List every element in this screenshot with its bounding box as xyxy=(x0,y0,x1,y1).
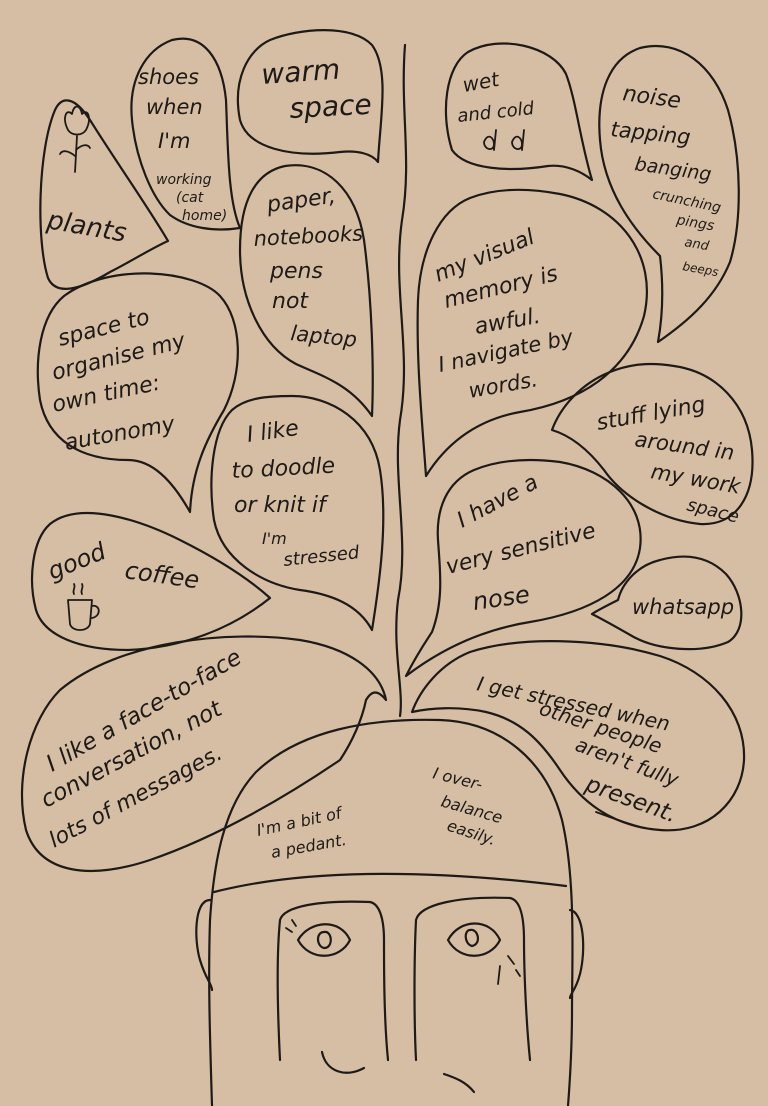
head-outline xyxy=(208,718,574,1106)
text-or-knit: or knit if xyxy=(234,493,329,518)
text-shoes-3: I'm xyxy=(158,129,190,153)
bubble-plants: plants xyxy=(39,99,170,290)
left-eyelashes xyxy=(285,919,297,933)
text-i-have-a: I have a xyxy=(453,470,542,533)
text-wet: wet xyxy=(461,67,502,97)
text-crunching: crunching xyxy=(651,186,722,216)
right-eye xyxy=(446,922,502,957)
text-plants: plants xyxy=(44,205,129,249)
bubble-doodle: I like to doodle or knit if I'm stressed xyxy=(210,394,385,632)
text-coffee: coffee xyxy=(123,556,201,594)
cap-line xyxy=(212,872,568,894)
text-overbalance-1: I over- xyxy=(431,763,485,794)
text-words: words. xyxy=(467,367,540,403)
text-shoes-5: (cat xyxy=(176,190,204,206)
text-and: and xyxy=(683,235,710,254)
text-around-in: around in xyxy=(633,427,735,465)
text-stressed: stressed xyxy=(282,542,361,571)
head-figure: I'm a bit of a pedant. I over- balance e… xyxy=(195,718,585,1106)
left-ear xyxy=(195,898,214,992)
text-shoes-6: home) xyxy=(182,208,227,224)
text-notebooks: notebooks xyxy=(253,221,364,251)
text-warm: warm xyxy=(260,53,341,91)
text-space: space xyxy=(289,88,373,125)
text-shoes-2: when xyxy=(146,95,203,119)
bubble-coffee: good coffee xyxy=(30,511,272,652)
text-tapping: tapping xyxy=(609,117,691,149)
left-eye-frame xyxy=(276,900,390,1062)
text-not: not xyxy=(272,289,309,314)
text-im: I'm xyxy=(262,529,287,548)
bubble-wet-cold: wet and cold xyxy=(444,42,594,182)
coffee-mug-icon xyxy=(67,583,100,631)
text-noise: noise xyxy=(621,81,682,114)
text-and-cold: and cold xyxy=(456,98,535,127)
left-eye xyxy=(296,923,352,957)
bubble-whatsapp: whatsapp xyxy=(590,555,743,651)
right-ear xyxy=(568,908,585,1000)
bubble-noise: noise tapping banging crunching pings an… xyxy=(598,44,740,344)
text-to-doodle: to doodle xyxy=(231,454,336,484)
right-eye-frame xyxy=(413,896,532,1062)
text-beeps: beeps xyxy=(681,259,719,279)
text-shoes-1: shoes xyxy=(138,65,199,89)
bubble-paper: paper, notebooks pens not laptop xyxy=(238,164,374,418)
tulip-icon xyxy=(59,105,91,173)
text-i-like: I like xyxy=(245,416,300,448)
bubble-shoes: shoes when I'm working (cat home) xyxy=(130,37,242,231)
bubble-stuff: stuff lying around in my work space xyxy=(550,362,754,528)
text-good: good xyxy=(44,537,111,586)
bubble-warm-space: warm space xyxy=(236,29,384,164)
mouth xyxy=(320,1050,366,1074)
bubble-organise: space to organise my own time: autonomy xyxy=(36,272,239,514)
tear-icon xyxy=(497,955,521,985)
stem-line xyxy=(395,43,408,718)
text-paper: paper, xyxy=(264,184,337,218)
text-whatsapp: whatsapp xyxy=(632,595,734,619)
text-shoes-4: working xyxy=(156,172,212,188)
text-autonomy: autonomy xyxy=(63,412,178,456)
text-laptop: laptop xyxy=(289,321,358,352)
present-underline xyxy=(595,811,645,829)
chin-mark xyxy=(442,1072,476,1094)
text-my-work: my work xyxy=(649,459,743,498)
text-nose: nose xyxy=(471,580,532,616)
text-pings: pings xyxy=(674,212,715,235)
text-banging: banging xyxy=(633,153,712,186)
text-pens: pens xyxy=(269,259,323,284)
raindrops-icon xyxy=(483,129,525,151)
